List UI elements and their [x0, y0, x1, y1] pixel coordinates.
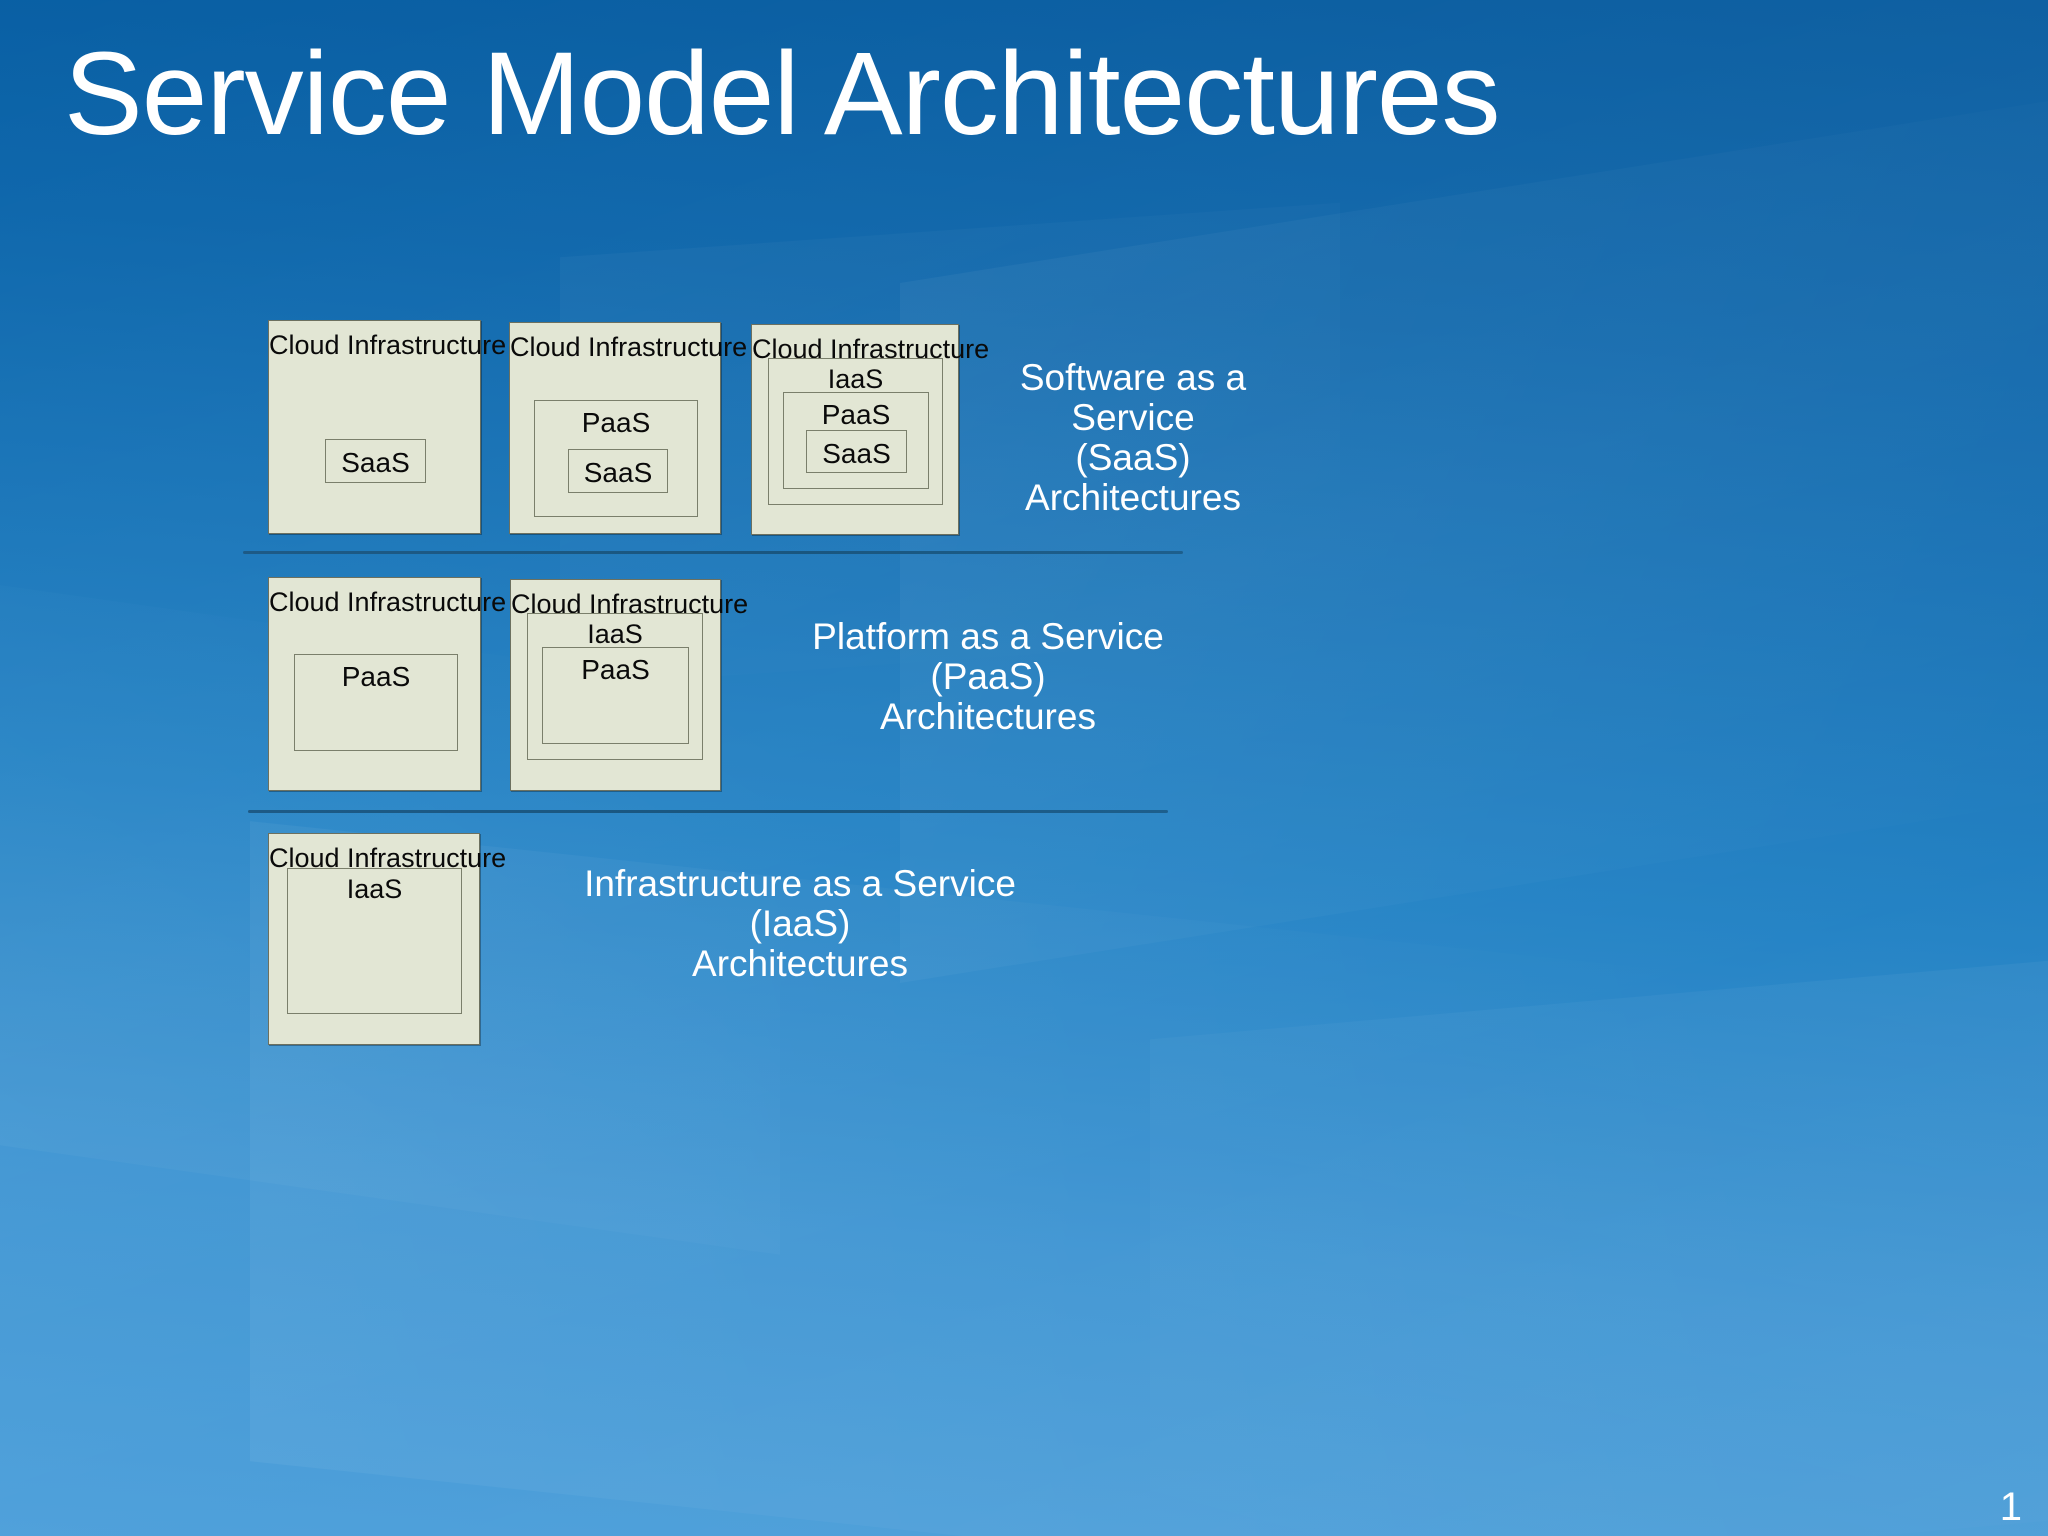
paas-row-caption: Platform as a Service (PaaS) Architectur…	[760, 617, 1216, 737]
iaas-row-caption-line1: Infrastructure as a Service (IaaS)	[584, 863, 1016, 944]
background-facet-3	[1150, 960, 2048, 1536]
iaas-arch-1-iaas-label: IaaS	[346, 874, 403, 904]
paas-arch-2-iaas-box: IaaS PaaS	[527, 613, 703, 760]
saas-arch-2-paas-box: PaaS SaaS	[534, 400, 698, 517]
saas-arch-3-saas-label: SaaS	[822, 438, 891, 469]
saas-row-caption-line1: Software as a Service	[1019, 357, 1247, 438]
saas-arch-2-saas-box: SaaS	[568, 449, 668, 493]
iaas-row-caption-line2: Architectures	[692, 942, 908, 984]
saas-arch-3-paas-label: PaaS	[821, 399, 891, 430]
page-number: 1	[1999, 1485, 2022, 1529]
saas-row-caption-line2: (SaaS)	[1075, 436, 1191, 478]
saas-arch-3-paas-box: PaaS SaaS	[783, 392, 929, 489]
divider-paas-iaas	[248, 810, 1168, 813]
saas-arch-2-cloud-infrastructure-label: Cloud Infrastructure	[510, 332, 748, 362]
divider-saas-paas	[243, 551, 1183, 554]
saas-arch-2-saas-label: SaaS	[583, 457, 653, 488]
saas-arch-3-iaas-box: IaaS PaaS SaaS	[768, 358, 943, 505]
paas-row-caption-line2: Architectures	[880, 695, 1096, 737]
paas-arch-1-cloud-infrastructure: Cloud Infrastructure PaaS	[268, 577, 507, 791]
saas-arch-3-cloud-infrastructure: Cloud Infrastructure IaaS PaaS SaaS	[751, 324, 989, 535]
saas-arch-3-saas-box: SaaS	[806, 430, 907, 473]
paas-arch-1-paas-label: PaaS	[341, 661, 411, 692]
paas-arch-2-paas-label: PaaS	[581, 654, 650, 685]
saas-arch-3-iaas-label: IaaS	[827, 364, 884, 394]
slide-title: Service Model Architectures	[64, 28, 1500, 160]
iaas-row-caption: Infrastructure as a Service (IaaS) Archi…	[548, 864, 1052, 984]
iaas-arch-1-cloud-infrastructure: Cloud Infrastructure IaaS	[268, 833, 506, 1045]
paas-arch-2-cloud-infrastructure: Cloud Infrastructure IaaS PaaS	[510, 579, 748, 791]
saas-arch-2-cloud-infrastructure: Cloud Infrastructure PaaS SaaS	[509, 322, 748, 534]
saas-arch-1-saas-box: SaaS	[325, 439, 426, 483]
paas-arch-1-paas-box: PaaS	[294, 654, 458, 751]
saas-arch-2-paas-label: PaaS	[581, 407, 651, 438]
saas-arch-1-cloud-infrastructure-label: Cloud Infrastructure	[269, 330, 507, 360]
iaas-arch-1-iaas-box: IaaS	[287, 868, 462, 1014]
saas-row-caption: Software as a Service (SaaS) Architectur…	[968, 358, 1298, 518]
saas-arch-1-saas-label: SaaS	[341, 447, 410, 478]
saas-row-caption-line3: Architectures	[1025, 476, 1241, 518]
paas-row-caption-line1: Platform as a Service (PaaS)	[812, 616, 1164, 697]
paas-arch-1-cloud-infrastructure-label: Cloud Infrastructure	[269, 587, 507, 617]
paas-arch-2-iaas-label: IaaS	[587, 619, 643, 649]
saas-arch-1-cloud-infrastructure: Cloud Infrastructure SaaS	[268, 320, 507, 534]
background-facet-1	[900, 77, 2048, 983]
paas-arch-2-paas-box: PaaS	[542, 647, 689, 744]
